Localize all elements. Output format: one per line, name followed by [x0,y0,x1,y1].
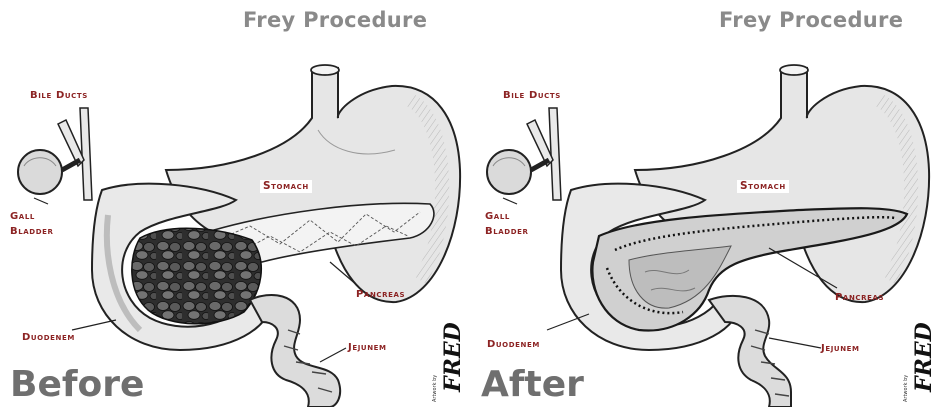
gall-bladder-shape [18,150,62,194]
after-caption: After [481,364,584,405]
before-label-jejunem: Jejunem [348,341,387,354]
after-label-jejunem: Jejunem [821,342,860,355]
before-caption: Before [10,364,144,405]
before-illustration [0,0,468,407]
before-label-bladder: Bladder [10,225,54,238]
before-label-gall: Gall [10,210,35,223]
after-title: Frey Procedure [719,8,903,32]
after-label-duodenem: Duodenem [487,338,540,351]
before-artist-signature: FRED [440,322,466,392]
after-artist-signature: FRED [911,322,937,392]
gall-bladder-shape [487,150,531,194]
after-label-pancreas: Pancreas [835,291,884,304]
after-artwork-credit: Artwork by [903,375,909,402]
before-label-duodenem: Duodenem [22,331,75,344]
before-panel: Frey Procedure Bile Ducts Gall Bladder S… [0,0,468,407]
jejunum-shape [250,295,340,407]
before-label-pancreas: Pancreas [356,288,405,301]
after-label-stomach: Stomach [737,180,789,193]
after-label-bile-ducts: Bile Ducts [503,89,561,102]
before-artwork-credit: Artwork by [432,375,438,402]
before-title: Frey Procedure [243,8,427,32]
after-label-bladder: Bladder [485,225,529,238]
after-label-gall: Gall [485,210,510,223]
before-label-bile-ducts: Bile Ducts [30,89,88,102]
before-label-stomach: Stomach [260,180,312,193]
jejunum-shape [709,296,791,407]
bile-ducts-shape [58,108,92,200]
bile-ducts-shape [527,108,561,200]
after-panel: Frey Procedure Bile Ducts Gall Bladder S… [469,0,937,407]
